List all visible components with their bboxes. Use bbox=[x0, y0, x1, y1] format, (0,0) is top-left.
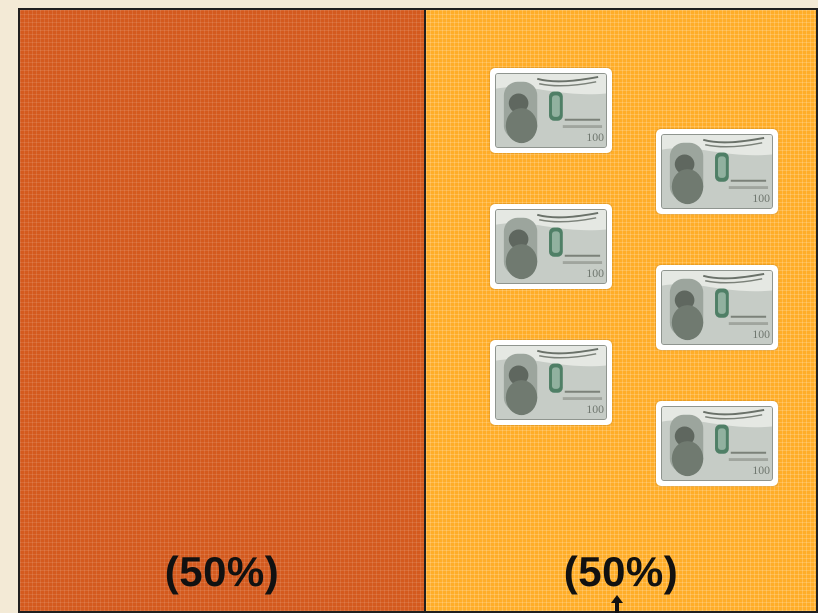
cursor-icon bbox=[611, 595, 623, 613]
svg-text:100: 100 bbox=[752, 464, 770, 477]
svg-text:100: 100 bbox=[586, 267, 604, 280]
left-percentage-label: (50%) bbox=[164, 548, 280, 595]
dollar-bill-icon: 100 bbox=[656, 265, 778, 350]
svg-text:100: 100 bbox=[752, 328, 770, 341]
dollar-bill-icon: 100 bbox=[490, 204, 612, 289]
right-percentage-label: (50%) bbox=[563, 548, 679, 595]
left-half-panel: (50%) bbox=[18, 8, 426, 613]
dollar-bill-icon: 100 bbox=[490, 68, 612, 153]
slide-canvas: (50%) 100 bbox=[18, 8, 818, 613]
right-half-panel: 100 100 bbox=[424, 8, 818, 613]
dollar-bill-icon: 100 bbox=[656, 129, 778, 214]
dollar-bill-icon: 100 bbox=[490, 340, 612, 425]
svg-text:100: 100 bbox=[586, 403, 604, 416]
dollar-bill-icon: 100 bbox=[656, 401, 778, 486]
svg-text:100: 100 bbox=[752, 192, 770, 205]
svg-text:100: 100 bbox=[586, 131, 604, 144]
